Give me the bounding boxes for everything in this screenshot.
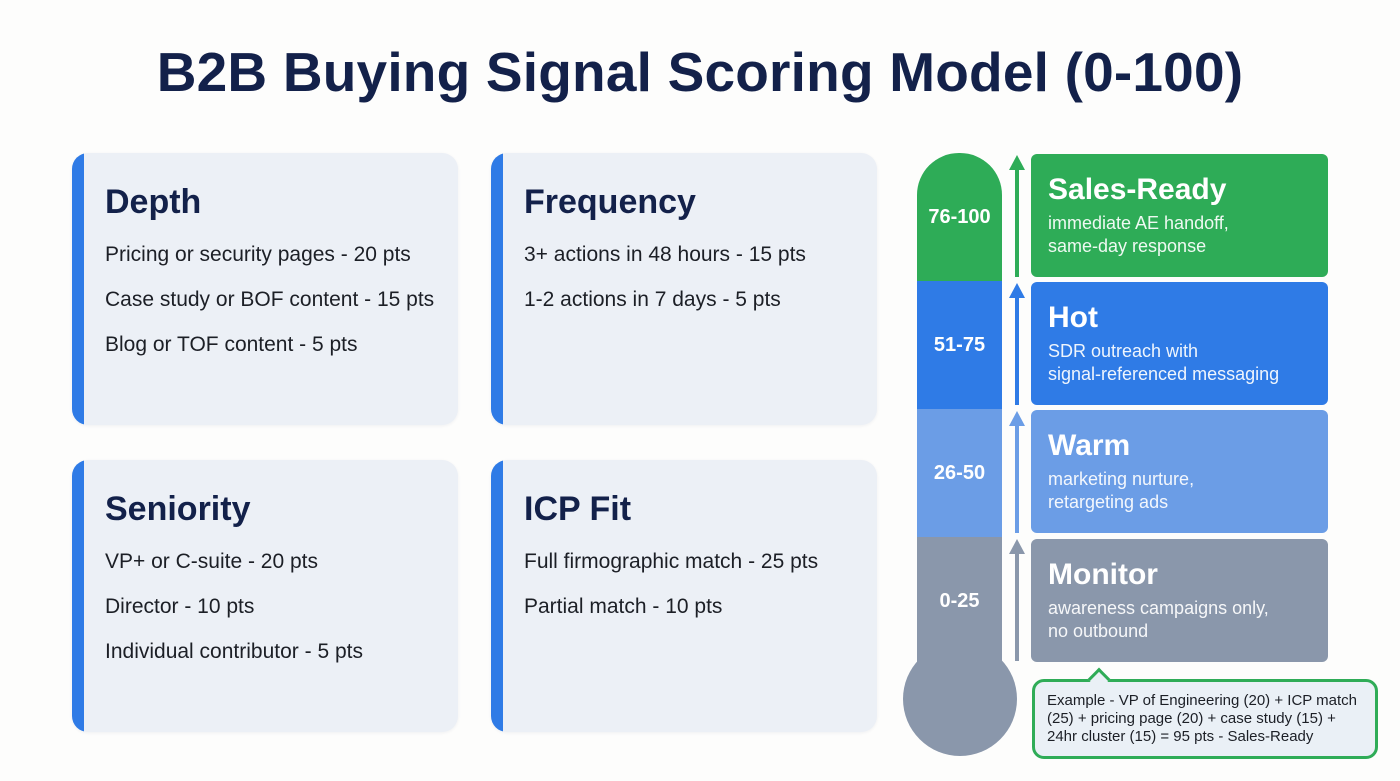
segment-range-label: 0-25 (939, 589, 980, 612)
card-depth: Depth Pricing or security pages - 20 pts… (72, 153, 458, 425)
tier-description-line: same-day response (1048, 236, 1207, 256)
list-item: VP+ or C-suite - 20 pts (105, 550, 319, 573)
tier-description-line: retargeting ads (1048, 492, 1169, 512)
list-item: Blog or TOF content - 5 pts (105, 333, 358, 356)
list-item: Director - 10 pts (105, 595, 255, 618)
card-title: Seniority (105, 490, 251, 528)
list-item: 1-2 actions in 7 days - 5 pts (524, 288, 781, 311)
tier-description-line: no outbound (1048, 621, 1149, 641)
list-item: Case study or BOF content - 15 pts (105, 288, 435, 311)
card-title: Frequency (524, 183, 696, 221)
list-item: Partial match - 10 pts (524, 595, 723, 618)
card-accent-bar (72, 460, 84, 732)
callout-text: Example - VP of Engineering (20) + ICP m… (1047, 692, 1358, 745)
card-accent-bar (491, 153, 503, 425)
card-seniority: Seniority VP+ or C-suite - 20 pts Direct… (72, 460, 458, 732)
thermometer-segment-warm: 26-50 (917, 409, 1002, 537)
tier-description-line: signal-referenced messaging (1048, 364, 1280, 384)
list-item: Pricing or security pages - 20 pts (105, 243, 411, 266)
example-callout: Example - VP of Engineering (20) + ICP m… (1032, 667, 1378, 759)
tier-description-line: SDR outreach with (1048, 341, 1199, 361)
arrow-up-icon (1009, 155, 1025, 277)
segment-range-label: 26-50 (933, 461, 986, 484)
list-item: Full firmographic match - 25 pts (524, 550, 819, 573)
page-title: B2B Buying Signal Scoring Model (0-100) (156, 41, 1244, 103)
thermometer-segment-sales-ready: 76-100 (917, 153, 1002, 281)
card-icp-fit: ICP Fit Full firmographic match - 25 pts… (491, 460, 877, 732)
card-frequency: Frequency 3+ actions in 48 hours - 15 pt… (491, 153, 877, 425)
list-item: Individual contributor - 5 pts (105, 640, 363, 663)
tier-monitor: Monitor awareness campaigns only, no out… (1031, 539, 1328, 662)
arrow-up-icon (1009, 283, 1025, 405)
card-items: Full firmographic match - 25 pts Partial… (524, 550, 818, 640)
card-items: VP+ or C-suite - 20 pts Director - 10 pt… (105, 550, 363, 685)
arrow-up-icon (1009, 411, 1025, 533)
tier-sales-ready: Sales-Ready immediate AE handoff, same-d… (1031, 154, 1328, 277)
card-items: 3+ actions in 48 hours - 15 pts 1-2 acti… (524, 243, 806, 333)
card-title: ICP Fit (524, 490, 632, 528)
thermometer-segment-hot: 51-75 (917, 281, 1002, 409)
segment-range-label: 51-75 (933, 333, 986, 356)
tier-description-line: awareness campaigns only, (1048, 598, 1269, 618)
card-accent-bar (72, 153, 84, 425)
tier-hot: Hot SDR outreach with signal-referenced … (1031, 282, 1328, 405)
segment-range-label: 76-100 (928, 205, 991, 228)
callout-pointer (1087, 667, 1111, 691)
tier-description-line: immediate AE handoff, (1048, 213, 1229, 233)
tier-name: Hot (1048, 301, 1098, 334)
tier-description-line: marketing nurture, (1048, 469, 1195, 489)
tier-name: Monitor (1048, 558, 1158, 591)
tier-name: Sales-Ready (1048, 173, 1227, 206)
list-item: 3+ actions in 48 hours - 15 pts (524, 243, 806, 266)
tier-warm: Warm marketing nurture, retargeting ads (1031, 410, 1328, 533)
card-title: Depth (105, 183, 202, 221)
arrow-up-icon (1009, 539, 1025, 661)
card-items: Pricing or security pages - 20 pts Case … (105, 243, 434, 378)
tier-name: Warm (1048, 429, 1131, 462)
thermometer-segment-monitor: 0-25 (917, 537, 1002, 665)
card-accent-bar (491, 460, 503, 732)
